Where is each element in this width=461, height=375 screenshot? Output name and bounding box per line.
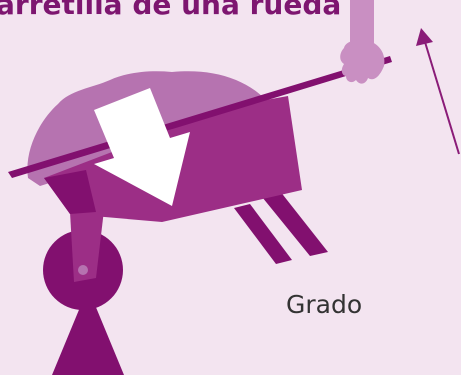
hand bbox=[340, 0, 384, 84]
upward-force-arrow bbox=[416, 28, 459, 154]
grado-label: Grado bbox=[286, 290, 362, 319]
axle bbox=[78, 265, 88, 275]
